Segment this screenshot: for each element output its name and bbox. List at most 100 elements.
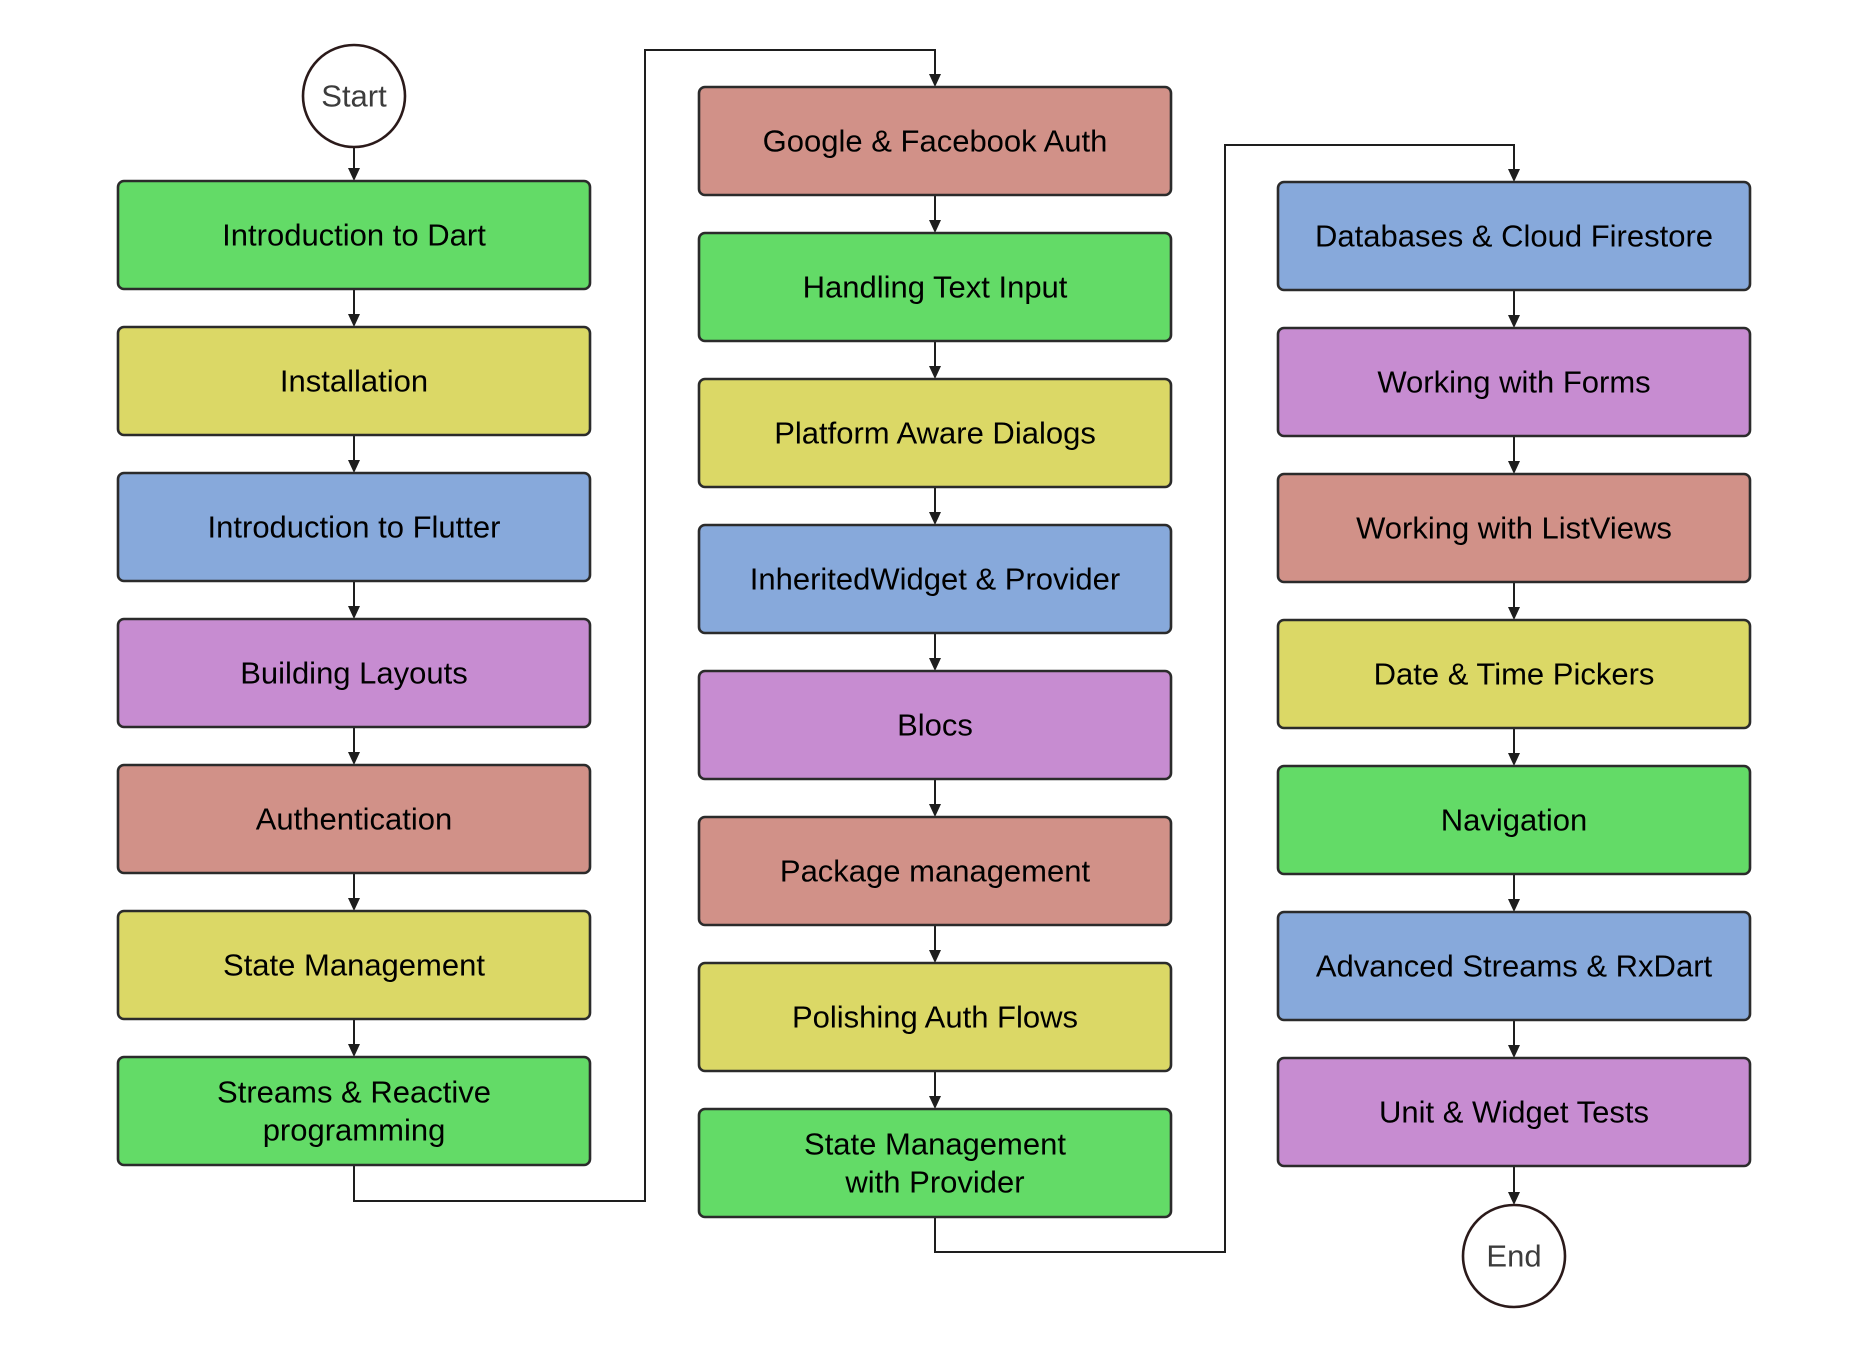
arrow-head [1508,1192,1520,1205]
step-box [697,85,1173,197]
step-label: programming [263,1113,446,1148]
step-label: Databases & Cloud Firestore [1315,219,1713,254]
step-label: Handling Text Input [803,270,1068,305]
arrow-head [348,168,360,181]
step-label: Polishing Auth Flows [792,1000,1078,1035]
step-date-and-time-pickers: Date & Time Pickers [1276,618,1752,730]
step-building-layouts: Building Layouts [116,617,592,729]
arrow-head [348,898,360,911]
step-inheritedwidget-and-provider: InheritedWidget & Provider [697,523,1173,635]
arrow-head [348,460,360,473]
arrow-head [1508,315,1520,328]
step-label: Blocs [897,708,973,743]
step-label: InheritedWidget & Provider [750,562,1120,597]
step-label: Google & Facebook Auth [763,124,1108,159]
arrow-head [929,366,941,379]
step-installation: Installation [116,325,592,437]
step-label: Working with Forms [1377,365,1650,400]
step-navigation: Navigation [1276,764,1752,876]
step-box [697,377,1173,489]
arrow-head [929,658,941,671]
step-box [1276,910,1752,1022]
step-box [697,231,1173,343]
step-databases-and-cloud-firestore: Databases & Cloud Firestore [1276,180,1752,292]
step-box [697,523,1173,635]
end-label: End [1486,1239,1541,1274]
step-label: Navigation [1441,803,1587,838]
arrow-head [1508,753,1520,766]
step-box [697,815,1173,927]
start-terminal: Start [301,43,407,149]
step-box [116,471,592,583]
step-box [116,1055,592,1167]
step-package-management: Package management [697,815,1173,927]
arrow-head [929,74,941,87]
step-label: Unit & Widget Tests [1379,1095,1649,1130]
step-label: Authentication [256,802,452,837]
step-handling-text-input: Handling Text Input [697,231,1173,343]
step-box [116,617,592,729]
arrow-head [1508,607,1520,620]
step-label: Installation [280,364,428,399]
end-circle [1461,1203,1567,1309]
arrow-head [1508,1045,1520,1058]
step-label: Building Layouts [240,656,468,691]
arrow-head [1508,169,1520,182]
step-unit-and-widget-tests: Unit & Widget Tests [1276,1056,1752,1168]
step-label: Working with ListViews [1356,511,1672,546]
step-box [116,763,592,875]
step-label: Platform Aware Dialogs [774,416,1096,451]
start-circle [301,43,407,149]
step-advanced-streams-and-rxdart: Advanced Streams & RxDart [1276,910,1752,1022]
start-label: Start [321,79,387,114]
arrow-head [348,606,360,619]
step-box [697,669,1173,781]
connector-line [934,144,1515,1253]
step-label: Package management [780,854,1091,889]
arrow-head [929,512,941,525]
step-label: Streams & Reactive [217,1075,491,1110]
connector-line [353,49,936,1202]
step-introduction-to-dart: Introduction to Dart [116,179,592,291]
arrow-head [929,220,941,233]
connectors [348,49,1520,1253]
step-box [1276,618,1752,730]
step-label: Advanced Streams & RxDart [1316,949,1713,984]
step-label: State Management [223,948,485,983]
end-terminal: End [1461,1203,1567,1309]
step-box [116,325,592,437]
step-platform-aware-dialogs: Platform Aware Dialogs [697,377,1173,489]
step-working-with-forms: Working with Forms [1276,326,1752,438]
steps: Introduction to DartInstallationIntroduc… [116,85,1752,1219]
step-state-management: State Management [116,909,592,1021]
step-polishing-auth-flows: Polishing Auth Flows [697,961,1173,1073]
step-label: Introduction to Flutter [208,510,501,545]
step-box [697,961,1173,1073]
step-blocs: Blocs [697,669,1173,781]
step-box [1276,1056,1752,1168]
arrow-head [1508,461,1520,474]
arrow-head [348,1044,360,1057]
step-box [1276,764,1752,876]
arrow-head [348,314,360,327]
arrow-head [929,950,941,963]
step-label: Introduction to Dart [222,218,486,253]
step-introduction-to-flutter: Introduction to Flutter [116,471,592,583]
arrow-head [929,1096,941,1109]
step-box [116,179,592,291]
arrow-head [348,752,360,765]
step-working-with-listviews: Working with ListViews [1276,472,1752,584]
step-label: State Management [804,1127,1066,1162]
step-box [1276,472,1752,584]
step-label: Date & Time Pickers [1374,657,1655,692]
step-label: with Provider [844,1165,1024,1200]
step-box [697,1107,1173,1219]
step-box [1276,180,1752,292]
step-authentication: Authentication [116,763,592,875]
step-box [116,909,592,1021]
arrow-head [1508,899,1520,912]
step-box [1276,326,1752,438]
